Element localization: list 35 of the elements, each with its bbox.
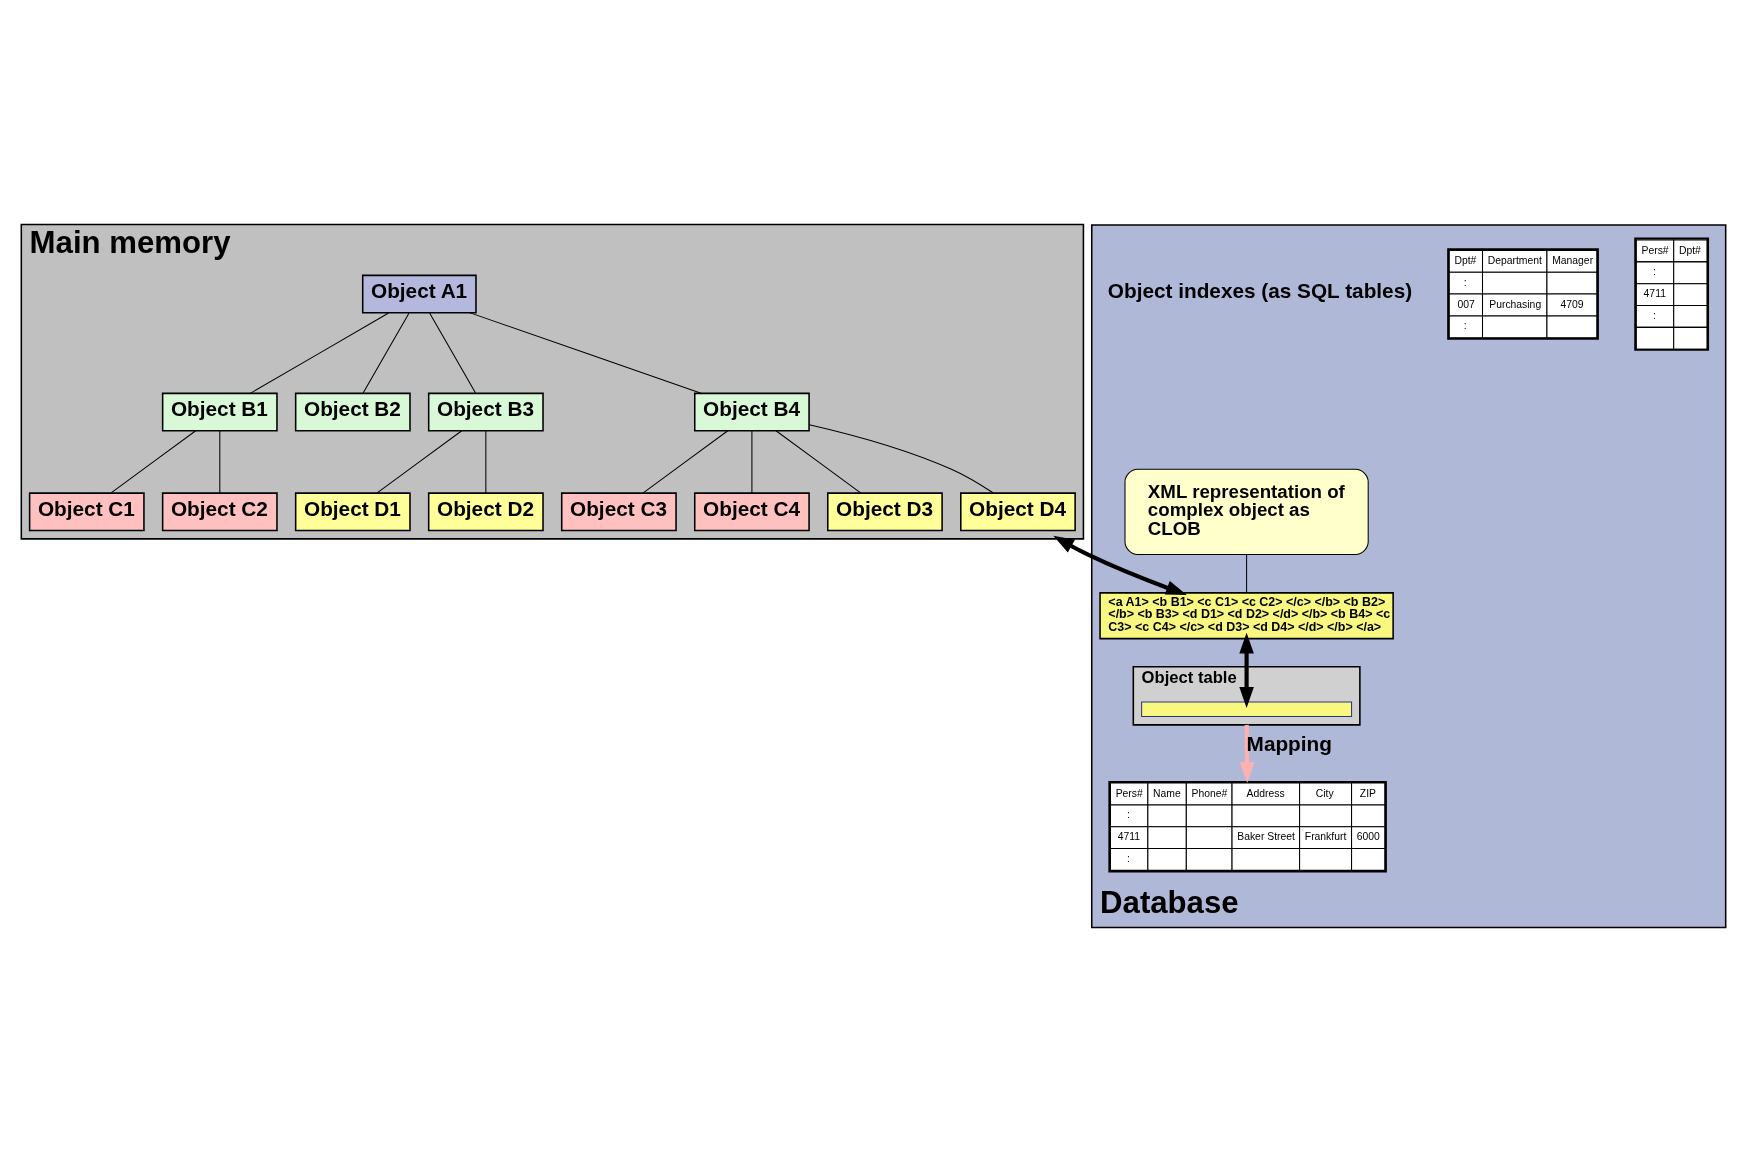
node-box: <a A1> <b B1> <c C1> <c C2> </c> </b> <b B2> </b> <b B3> <d D1> <d D2> </d> </b> <b B4> <c C3> <c C4> </c> <d D3> <d D4> </d> </b> </a> — [1099, 591, 1394, 639]
connector — [362, 312, 410, 394]
node-box: Object C3 — [560, 491, 677, 531]
node-box: Object D4 — [960, 491, 1076, 531]
node-box: Object C2 — [161, 491, 278, 531]
arrow — [1239, 724, 1255, 783]
node-box: Object B1 — [161, 392, 278, 432]
connector — [249, 312, 390, 394]
connector — [751, 430, 753, 493]
arrow — [1053, 535, 1187, 595]
label: Object indexes (as SQL tables) — [1107, 278, 1413, 302]
node-box: Object B2 — [294, 392, 411, 432]
connector — [219, 430, 221, 493]
node-box: XML representation of complex object as CLOB — [1124, 468, 1369, 555]
node-box: Object C4 — [693, 491, 810, 531]
connector — [808, 423, 994, 494]
node-box: Object C1 — [28, 491, 145, 531]
node-box: Object D2 — [427, 491, 544, 531]
connector — [110, 429, 197, 493]
connector — [376, 429, 463, 493]
cluster: Object table — [1132, 665, 1361, 726]
node-box: Object D3 — [827, 491, 943, 531]
connector — [642, 429, 729, 493]
connector — [775, 429, 862, 493]
edge-label: Mapping — [1246, 731, 1332, 755]
arrow — [1239, 632, 1254, 708]
node-box: Object A1 — [361, 274, 477, 314]
connector — [429, 312, 477, 394]
connector — [469, 311, 702, 394]
connector — [1246, 553, 1248, 593]
node-bar — [1141, 701, 1353, 717]
node-box: Object B4 — [693, 392, 810, 432]
node-box: Object D1 — [294, 491, 411, 531]
node-box: Object B3 — [427, 392, 544, 432]
connector — [485, 430, 487, 493]
